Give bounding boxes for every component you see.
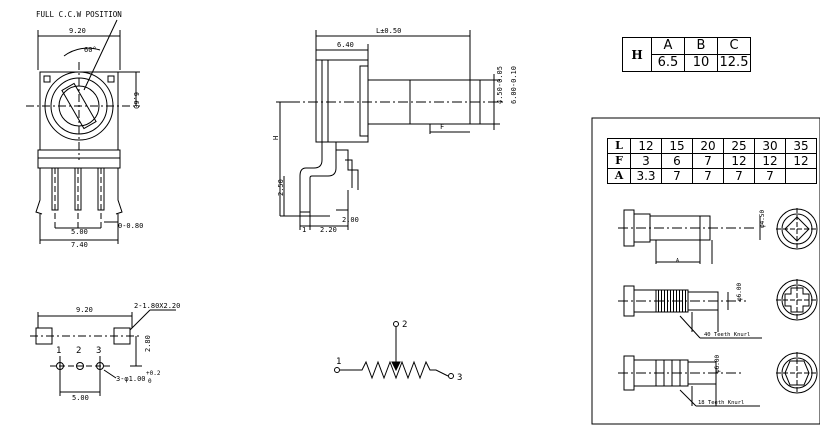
h-table-col-c: C — [717, 37, 751, 55]
knurl-40-shaft-view — [618, 279, 818, 339]
table-row: F 3 6 7 12 12 12 — [607, 153, 817, 169]
hole-tol-lower: 0 — [148, 378, 152, 385]
lead-width-label: 2.20 — [320, 226, 337, 234]
front-view-title: FULL C.C.W POSITION — [36, 10, 122, 19]
pin-2-label: 2 — [76, 346, 81, 356]
potentiometer-schematic — [334, 321, 454, 380]
table-cell: 7 — [661, 168, 693, 184]
table-row: A 3.3 7 7 7 7 — [607, 168, 817, 184]
shaft-dia2-label: 6.00-0.10 — [510, 66, 518, 104]
front-height-label: 6.60 — [132, 92, 140, 109]
table-cell: 20 — [692, 138, 724, 154]
front-width-label: 9.20 — [69, 27, 86, 35]
length-label: L±0.50 — [376, 27, 401, 35]
terminal-3-label: 3 — [457, 373, 462, 383]
table-cell: 3.3 — [630, 168, 662, 184]
angle-label: 60° — [84, 46, 97, 54]
table-cell: 6 — [661, 153, 693, 169]
length-table-row-label: A — [607, 168, 631, 184]
knurl18-label: 18 Teeth Knurl — [698, 400, 744, 406]
knurl-18-shaft-view — [618, 352, 818, 407]
table-cell: 35 — [785, 138, 817, 154]
lead-offset-label: 2.00 — [342, 216, 359, 224]
table-cell: 25 — [723, 138, 755, 154]
pin-span-label: 7.40 — [71, 241, 88, 249]
knurl40-label: 40 Teeth Knurl — [704, 332, 750, 338]
table-cell: 7 — [692, 153, 724, 169]
h-table-val-b: 10 — [684, 54, 718, 72]
h-table-col-b: B — [684, 37, 718, 55]
hole-size-label: 3-φ1.00 — [116, 375, 146, 383]
length-table-row-label: F — [607, 153, 631, 169]
table-cell: 12 — [723, 153, 755, 169]
table-cell: 3 — [630, 153, 662, 169]
table-cell: 12 — [785, 153, 817, 169]
shaft-options-panel — [591, 117, 820, 425]
plain-shaft-dim: φ4.50 — [759, 210, 766, 228]
pin-thickness-label: 0-0.80 — [118, 222, 143, 230]
lead-height-label: 2.50 — [277, 179, 285, 196]
table-cell — [785, 168, 817, 184]
plain-shaft-view — [618, 208, 818, 264]
table-cell: 12 — [754, 153, 786, 169]
h-dimension-table: H A B C 6.5 10 12.5 — [622, 37, 751, 72]
hole-width-label: 9.20 — [76, 306, 93, 314]
table-cell: 7 — [692, 168, 724, 184]
knurl18-dim: φ6.00 — [714, 355, 721, 373]
knurl-f-label: F — [440, 123, 444, 131]
side-view — [276, 30, 505, 230]
terminal-2-label: 2 — [402, 320, 407, 330]
table-row: L 12 15 20 25 30 35 — [607, 138, 817, 154]
slot-label: 2-1.80X2.20 — [134, 302, 180, 310]
front-view — [26, 19, 140, 244]
hole-tol-upper: +0.2 — [146, 370, 161, 377]
pin-pitch-label: 5.00 — [71, 228, 88, 236]
h-table-col-a: A — [651, 37, 685, 55]
shaft-dia1-label: 4.50-0.05 — [496, 66, 504, 104]
table-cell: 12 — [630, 138, 662, 154]
pin-1-label: 1 — [56, 346, 61, 356]
table-cell: 30 — [754, 138, 786, 154]
hole-pitch-label: 5.00 — [72, 394, 89, 402]
terminal-1-label: 1 — [336, 357, 341, 367]
hole-height-label: 2.80 — [144, 335, 152, 352]
height-h-label: H — [272, 136, 280, 140]
body-depth-label: 6.40 — [337, 41, 354, 49]
h-table-val-a: 6.5 — [651, 54, 685, 72]
hole-pattern — [30, 309, 176, 396]
pin-3-label: 3 — [96, 346, 101, 356]
h-table-row-header: H — [622, 37, 652, 72]
length-table: L 12 15 20 25 30 35 F 3 6 7 12 12 12 A 3… — [607, 138, 817, 184]
table-cell: 15 — [661, 138, 693, 154]
h-table-val-c: 12.5 — [717, 54, 751, 72]
lead-pitch-label: 1 — [302, 226, 306, 234]
table-cell: 7 — [723, 168, 755, 184]
knurl40-dim: φ6.00 — [736, 283, 743, 301]
plain-shaft-a: A — [676, 258, 679, 264]
table-cell: 7 — [754, 168, 786, 184]
length-table-row-label: L — [607, 138, 631, 154]
